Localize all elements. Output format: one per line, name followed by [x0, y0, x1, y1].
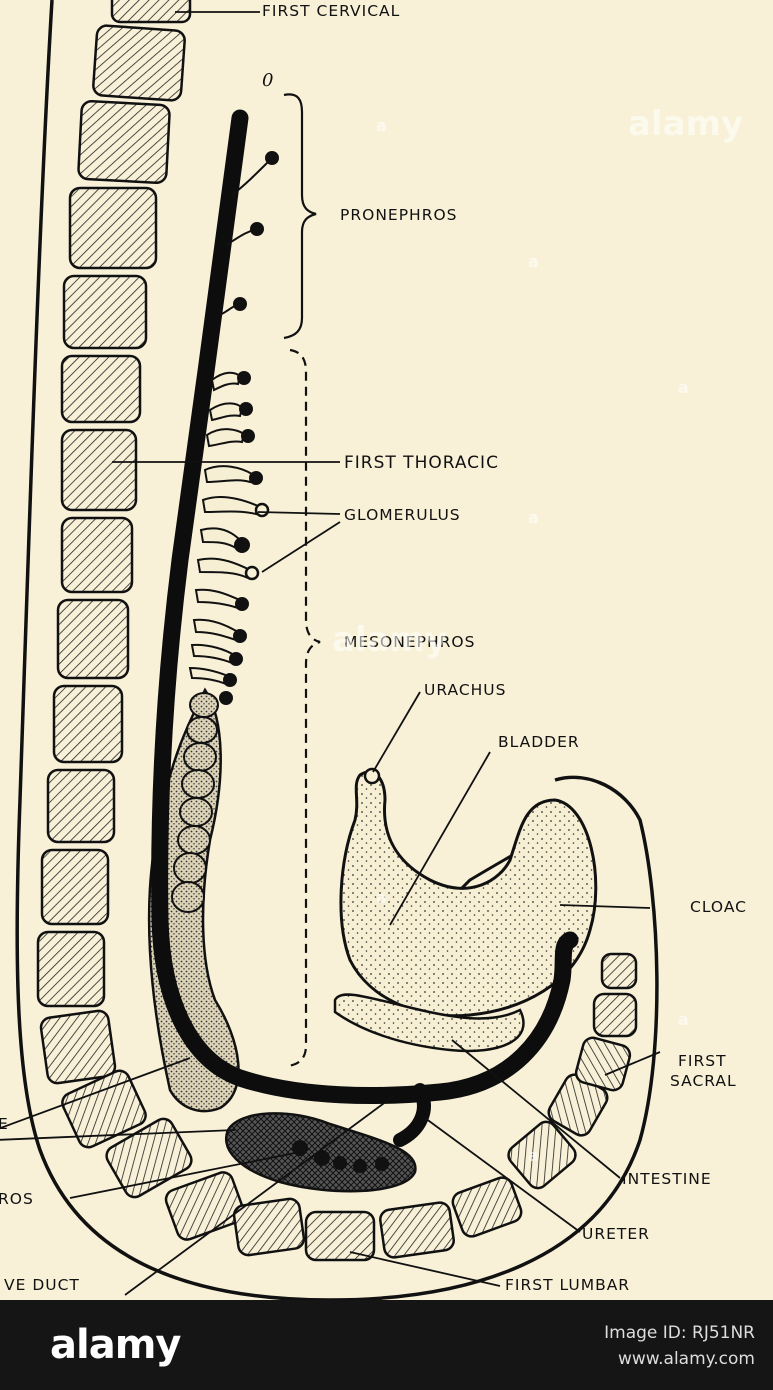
watermark-letter-1: a — [376, 116, 387, 135]
watermark-letter-5: a — [376, 888, 387, 907]
mesonephros-brace — [287, 348, 321, 1068]
mesonephric-duct — [151, 109, 579, 1104]
mesonephric-tubule-lobes — [171, 692, 219, 913]
ureter-duct — [393, 1083, 431, 1147]
label-cut-left-mid: ROS — [0, 1190, 34, 1208]
pronephros-brace — [283, 93, 317, 340]
mesonephric-glomeruli — [219, 371, 270, 705]
watermark-brand-center: alamy — [332, 620, 448, 660]
label-urachus: URACHUS — [424, 681, 507, 699]
label-glomerulus: GLOMERULUS — [344, 506, 461, 524]
diagram-drawing — [0, 0, 661, 1300]
label-first-cervical: FIRST CERVICAL — [262, 2, 401, 20]
label-cloaca: CLOAC — [690, 898, 747, 916]
label-first-sacral-line1: FIRST — [678, 1052, 727, 1070]
label-cut-left-top: E — [0, 1115, 9, 1133]
site-url[interactable]: www.alamy.com — [617, 1349, 755, 1370]
watermark-brand: alamy — [628, 104, 744, 144]
intestine — [333, 993, 525, 1053]
label-bladder: BLADDER — [498, 733, 580, 751]
label-first-lumbar: FIRST LUMBAR — [505, 1276, 631, 1294]
watermark-letter-7: a — [528, 1146, 539, 1165]
metanephric-buds — [292, 1140, 389, 1173]
embryo-urogenital-diagram: FIRST CERVICAL 0 PRONEPHROS FIRST THORAC… — [0, 0, 773, 1300]
label-cut-left-bottom: VE DUCT — [4, 1276, 80, 1294]
watermark-letter-4: a — [528, 508, 539, 527]
alamy-logo: alamy — [50, 1322, 181, 1368]
leader-lines — [0, 11, 661, 1296]
label-first-thoracic: FIRST THORACIC — [344, 453, 499, 473]
image-id: Image ID: RJ51NR — [604, 1323, 755, 1343]
label-first-sacral-line2: SACRAL — [670, 1072, 737, 1090]
watermark-letter-6: a — [678, 1010, 689, 1029]
footer-bar: alamy Image ID: RJ51NR www.alamy.com — [0, 1300, 773, 1390]
label-pronephros: PRONEPHROS — [340, 206, 458, 224]
pronephric-glomeruli — [233, 151, 279, 311]
watermark-letter-3: a — [678, 378, 689, 397]
body-outline — [15, 0, 659, 1300]
label-zero: 0 — [262, 70, 275, 91]
vertebral-column — [36, 0, 638, 1262]
label-ureter: URETER — [582, 1225, 650, 1243]
bladder-cloaca — [339, 770, 598, 1018]
label-intestine: INTESTINE — [622, 1170, 712, 1188]
label-mesonephros: MESONEPHROS — [344, 633, 476, 651]
watermark-letter-2: a — [528, 252, 539, 271]
footer-info: Image ID: RJ51NR www.alamy.com — [604, 1320, 755, 1373]
